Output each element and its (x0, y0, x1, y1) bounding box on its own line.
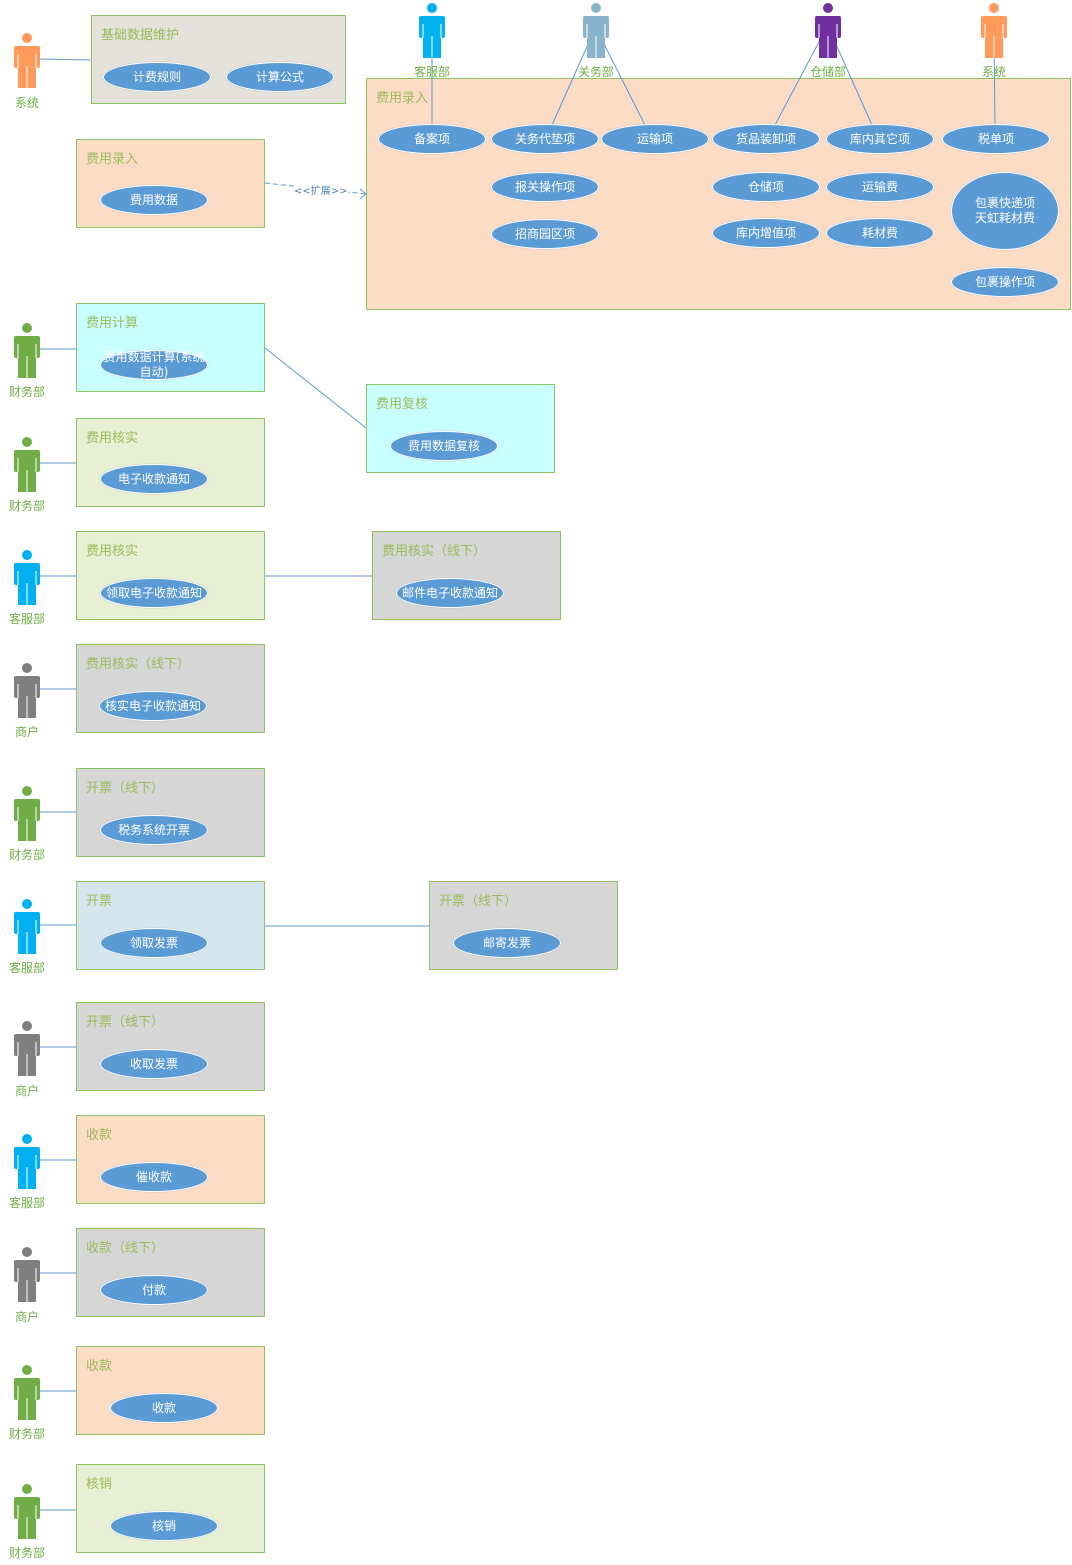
use-case[interactable]: 税单项 (942, 124, 1050, 154)
boundary-title: 费用核实 (86, 431, 139, 446)
actor-label: 系统 (14, 96, 40, 110)
actor-label: 财务部 (8, 1546, 46, 1560)
boundary-title: 费用录入 (86, 152, 139, 167)
boundary-title: 费用核实 (86, 544, 139, 559)
actor-figure-icon[interactable] (14, 786, 40, 841)
system-boundary[interactable]: 费用录入 (76, 139, 265, 228)
use-case[interactable]: 仓储项 (712, 172, 820, 202)
system-boundary[interactable]: 费用核实 (76, 418, 265, 507)
use-case[interactable]: 费用数据复核 (390, 431, 498, 461)
actor-label: 仓储部 (809, 65, 847, 79)
association-line (264, 347, 367, 429)
use-case[interactable]: 收款 (110, 1393, 218, 1423)
system-boundary[interactable]: 开票 (76, 881, 265, 970)
use-case[interactable]: 招商园区项 (491, 219, 599, 249)
actor-label: 客服部 (8, 612, 46, 626)
actor-figure-icon[interactable] (981, 3, 1007, 58)
actor-figure-icon[interactable] (14, 33, 40, 88)
boundary-title: 收款 (86, 1128, 113, 1143)
use-case[interactable]: 报关操作项 (491, 172, 599, 202)
actor-figure-icon[interactable] (14, 323, 40, 378)
system-boundary[interactable]: 基础数据维护 (91, 15, 346, 104)
actor-figure-icon[interactable] (14, 1247, 40, 1302)
boundary-title: 核销 (86, 1477, 113, 1492)
actor-figure-icon[interactable] (14, 1484, 40, 1539)
use-case[interactable]: 催收款 (100, 1162, 208, 1192)
association-line (39, 58, 92, 61)
boundary-title: 开票（线下） (439, 894, 518, 909)
use-case[interactable]: 税务系统开票 (100, 815, 208, 845)
boundary-title: 基础数据维护 (101, 28, 180, 43)
use-case[interactable]: 库内增值项 (712, 218, 820, 248)
actor-label: 财务部 (8, 848, 46, 862)
boundary-title: 开票（线下） (86, 781, 165, 796)
actor-figure-icon[interactable] (14, 1021, 40, 1076)
use-case[interactable]: 备案项 (378, 124, 486, 154)
actor-label: 财务部 (8, 499, 46, 513)
actor-label: 关务部 (577, 65, 615, 79)
actor-label: 客服部 (413, 65, 451, 79)
use-case[interactable]: 邮件电子收款通知 (396, 578, 504, 608)
use-case[interactable]: 耗材费 (826, 218, 934, 248)
boundary-title: 费用核实（线下） (382, 544, 487, 559)
actor-figure-icon[interactable] (419, 3, 445, 58)
use-case[interactable]: 费用数据计算(系统自动) (100, 350, 208, 380)
actor-label: 客服部 (8, 961, 46, 975)
use-case[interactable]: 核销 (110, 1511, 218, 1541)
actor-figure-icon[interactable] (583, 3, 609, 58)
actor-figure-icon[interactable] (14, 1365, 40, 1420)
actor-label: 商户 (14, 725, 40, 739)
use-case[interactable]: 邮寄发票 (453, 928, 561, 958)
use-case[interactable]: 计算公式 (226, 62, 334, 92)
use-case[interactable]: 电子收款通知 (100, 464, 208, 494)
actor-figure-icon[interactable] (14, 1134, 40, 1189)
boundary-title: 费用计算 (86, 316, 139, 331)
use-case[interactable]: 领取发票 (100, 928, 208, 958)
actor-figure-icon[interactable] (14, 899, 40, 954)
boundary-title: 开票 (86, 894, 113, 909)
boundary-title: 费用录入 (376, 91, 429, 106)
actor-label: 财务部 (8, 1427, 46, 1441)
actor-figure-icon[interactable] (815, 3, 841, 58)
use-case[interactable]: 领取电子收款通知 (100, 578, 208, 608)
actor-label: 商户 (14, 1310, 40, 1324)
use-case[interactable]: 运输费 (826, 172, 934, 202)
actor-label: 客服部 (8, 1196, 46, 1210)
use-case[interactable]: 包裹操作项 (951, 267, 1059, 297)
extend-label: <<扩展>> (294, 182, 348, 197)
use-case[interactable]: 收取发票 (100, 1049, 208, 1079)
use-case[interactable]: 费用数据 (100, 185, 208, 215)
use-case[interactable]: 运输项 (601, 124, 709, 154)
actor-label: 系统 (981, 65, 1007, 79)
boundary-title: 费用核实（线下） (86, 657, 191, 672)
use-case[interactable]: 库内其它项 (826, 124, 934, 154)
actor-figure-icon[interactable] (14, 550, 40, 605)
actor-label: 商户 (14, 1084, 40, 1098)
actor-label: 财务部 (8, 385, 46, 399)
boundary-title: 收款（线下） (86, 1241, 165, 1256)
boundary-title: 收款 (86, 1359, 113, 1374)
use-case[interactable]: 包裹快递项 天虹耗材费 (951, 172, 1059, 250)
actor-figure-icon[interactable] (14, 437, 40, 492)
use-case[interactable]: 付款 (100, 1275, 208, 1305)
boundary-title: 费用复核 (376, 397, 429, 412)
use-case[interactable]: 核实电子收款通知 (99, 691, 207, 721)
use-case[interactable]: 关务代垫项 (491, 124, 599, 154)
actor-figure-icon[interactable] (14, 663, 40, 718)
use-case[interactable]: 货品装卸项 (712, 124, 820, 154)
use-case[interactable]: 计费规则 (103, 62, 211, 92)
boundary-title: 开票（线下） (86, 1015, 165, 1030)
